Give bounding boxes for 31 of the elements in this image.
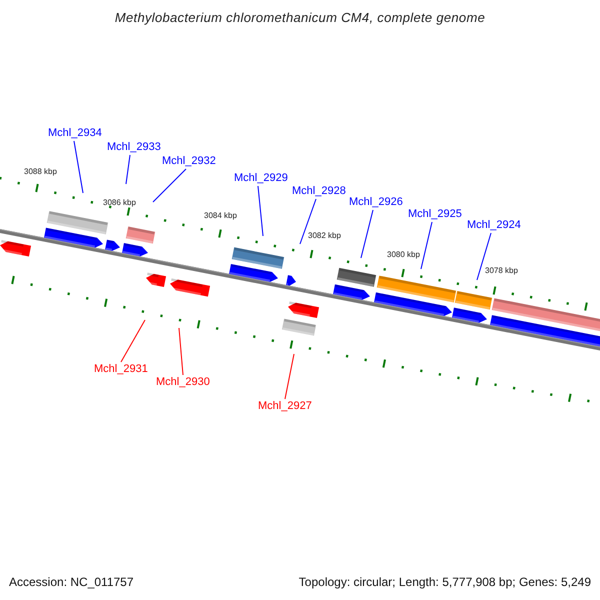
leader-line [152,168,186,202]
leader-line [300,198,316,244]
gene-label: Mchl_2932 [162,155,216,168]
gene-label: Mchl_2933 [107,141,161,154]
gene-label: Mchl_2931 [94,363,148,376]
gene-label: Mchl_2930 [156,376,210,389]
leader-line [120,320,146,362]
leader-line [420,222,432,270]
genome-info-label: Topology: circular; Length: 5,777,908 bp; Genes: 5,249 [298,575,591,589]
leader-line [74,140,84,194]
scale-label: 3078 kbp [485,266,518,276]
scale-label: 3080 kbp [387,250,420,260]
gene-label: Mchl_2924 [467,219,521,232]
scale-label: 3082 kbp [308,231,341,241]
leader-line [126,154,130,184]
gene-label: Mchl_2927 [258,400,312,413]
scale-label: 3086 kbp [103,198,136,208]
leader-line [178,328,184,376]
leader-line [360,210,374,258]
accession-label: Accession: NC_011757 [9,575,134,589]
gene-label: Mchl_2925 [408,208,462,221]
gene-label: Mchl_2934 [48,127,102,140]
leader-line [476,232,492,280]
diagram-title: Methylobacterium chloromethanicum CM4, complete genome [114,10,486,25]
leader-line [258,186,264,236]
gene-label: Mchl_2926 [349,196,403,209]
leader-line [284,354,294,400]
scale-label: 3088 kbp [24,167,57,177]
gene-label: Mchl_2928 [292,185,346,198]
gene-label: Mchl_2929 [234,172,288,185]
scale-label: 3084 kbp [204,211,237,221]
